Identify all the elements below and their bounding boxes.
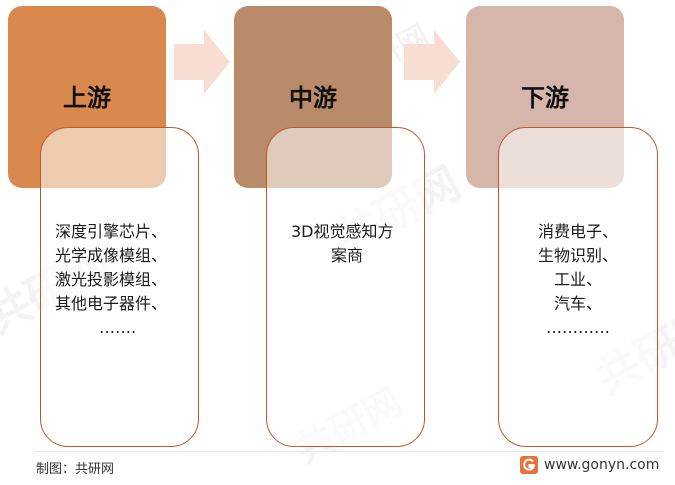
card-item: 激光投影模组、 xyxy=(55,270,168,289)
stage-title: 下游 xyxy=(521,84,569,112)
arrow-right-icon xyxy=(174,30,230,94)
card-text: 消费电子、 生物识别、 工业、 汽车、 ………… xyxy=(499,220,657,340)
card-upstream: 深度引擎芯片、 光学成像模组、 激光投影模组、 其他电子器件、 ……. xyxy=(40,127,199,447)
card-item: 工业、 xyxy=(553,270,602,289)
card-item: 深度引擎芯片、 xyxy=(55,222,168,241)
gonyn-logo-icon xyxy=(520,456,538,474)
card-text: 深度引擎芯片、 光学成像模组、 激光投影模组、 其他电子器件、 ……. xyxy=(55,220,167,340)
card-item: 消费电子、 xyxy=(537,222,618,241)
card-item: 其他电子器件、 xyxy=(55,294,168,313)
card-item: ………… xyxy=(546,318,610,337)
arrow-right-icon xyxy=(404,30,460,94)
stage-title: 上游 xyxy=(63,84,111,112)
stage-title: 中游 xyxy=(289,84,337,112)
card-midstream: 3D视觉感知方 案商 xyxy=(266,127,425,447)
footer-divider xyxy=(36,451,664,452)
card-item: 生物识别、 xyxy=(537,246,618,265)
card-item: 汽车、 xyxy=(553,294,602,313)
website-url: www.gonyn.com xyxy=(544,457,660,473)
website-link[interactable]: www.gonyn.com xyxy=(520,456,659,474)
card-item: 案商 xyxy=(331,246,364,265)
card-item: 3D视觉感知方 xyxy=(291,222,394,241)
card-downstream: 消费电子、 生物识别、 工业、 汽车、 ………… xyxy=(498,127,658,447)
card-item: ……. xyxy=(99,318,137,337)
card-text: 3D视觉感知方 案商 xyxy=(291,220,414,268)
source-credit: 制图：共研网 xyxy=(36,462,115,477)
card-item: 光学成像模组、 xyxy=(55,246,168,265)
